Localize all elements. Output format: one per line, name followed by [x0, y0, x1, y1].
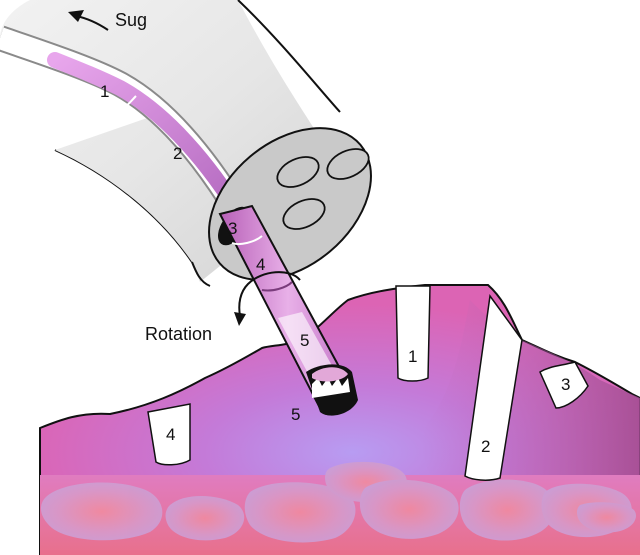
- needle-band-1: [231, 235, 263, 246]
- cell: [459, 479, 555, 541]
- cell: [40, 482, 163, 541]
- rotation-label: Rotation: [145, 324, 212, 344]
- biopsy-hole-3: [539, 361, 589, 409]
- biopsy-hole-4: [147, 403, 191, 466]
- cell-layer: [40, 461, 636, 543]
- biopsy-hole-2: [464, 294, 523, 481]
- scope-bottom-edge: [191, 261, 211, 287]
- biopsy-hole-1: [395, 285, 431, 382]
- tissue: 1 2 3 4: [39, 284, 640, 555]
- biopsy-needle: 3 4 5 5: [218, 204, 358, 424]
- tube-label-2: 2: [173, 144, 182, 163]
- suction-label: Sug: [115, 10, 147, 30]
- tube-label-1: 1: [100, 82, 109, 101]
- rotation-annotation: Rotation: [145, 271, 301, 344]
- rotation-arrowhead-icon: [234, 312, 246, 326]
- cell: [359, 479, 459, 539]
- hole-label-4: 4: [166, 425, 175, 444]
- tube-label-5: 5: [300, 331, 309, 350]
- needle-band-2: [261, 281, 293, 292]
- endoscope: 1 2: [0, 0, 372, 287]
- hole-label-3: 3: [561, 375, 570, 394]
- suction-arrowhead-icon: [68, 10, 84, 22]
- core-divider: [117, 95, 137, 113]
- rotation-arrow-icon: [238, 271, 301, 317]
- channel-1: [276, 156, 320, 188]
- suction-core: [47, 52, 244, 216]
- scope-top-edge: [237, 0, 341, 113]
- cell: [244, 482, 356, 543]
- needle-core-cap: [312, 367, 348, 382]
- cell: [165, 495, 245, 541]
- tip-label-5: 5: [291, 405, 300, 424]
- hole-label-2: 2: [481, 437, 490, 456]
- needle-teeth: [312, 378, 350, 398]
- tube-label-3: 3: [228, 219, 237, 238]
- hole-label-1: 1: [408, 347, 417, 366]
- channel-2: [326, 148, 370, 180]
- channel-3: [282, 198, 326, 230]
- tube-label-4: 4: [256, 255, 265, 274]
- suction-annotation: Sug: [68, 10, 147, 31]
- cell: [576, 502, 636, 533]
